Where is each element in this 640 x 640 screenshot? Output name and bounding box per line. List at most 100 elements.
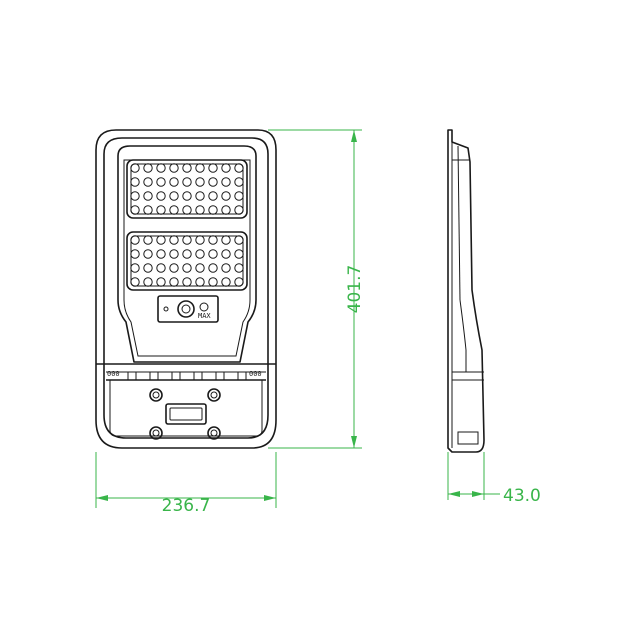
solar-cell xyxy=(156,249,166,259)
solar-cell xyxy=(234,249,244,259)
solar-cell xyxy=(143,263,153,273)
solar-cell xyxy=(221,191,231,201)
solar-cell xyxy=(130,263,140,273)
badge-plate-icon xyxy=(165,403,207,425)
solar-cell xyxy=(221,205,231,215)
solar-cell xyxy=(182,177,192,187)
solar-cell xyxy=(234,177,244,187)
sensor-module: MAX xyxy=(157,295,219,323)
solar-cell xyxy=(169,205,179,215)
solar-cell xyxy=(221,263,231,273)
solar-cell xyxy=(208,249,218,259)
height-dimension: 401.7 xyxy=(345,265,365,314)
sensor-label: MAX xyxy=(198,312,211,320)
solar-cell xyxy=(195,249,205,259)
solar-cell xyxy=(234,235,244,245)
solar-cell xyxy=(182,163,192,173)
port-label-right: 000 xyxy=(249,370,262,378)
solar-cell xyxy=(208,277,218,287)
vent-rib xyxy=(149,371,159,381)
solar-cell xyxy=(169,249,179,259)
vent-rib xyxy=(171,371,181,381)
solar-cell xyxy=(195,163,205,173)
depth-dimension: 43.0 xyxy=(503,486,541,506)
solar-cell xyxy=(208,177,218,187)
solar-cell xyxy=(130,191,140,201)
screw-icon xyxy=(207,388,221,402)
solar-cell xyxy=(169,263,179,273)
solar-cell xyxy=(208,205,218,215)
solar-cell xyxy=(169,163,179,173)
solar-cell xyxy=(182,191,192,201)
solar-cell xyxy=(182,263,192,273)
solar-cell xyxy=(169,191,179,201)
solar-cell xyxy=(208,163,218,173)
solar-cell xyxy=(195,177,205,187)
solar-cell xyxy=(234,205,244,215)
housing-outline xyxy=(95,129,277,449)
vent-rib xyxy=(193,371,203,381)
solar-cell xyxy=(130,235,140,245)
solar-cell xyxy=(182,205,192,215)
solar-cell xyxy=(195,235,205,245)
solar-cell xyxy=(234,263,244,273)
solar-cell xyxy=(182,235,192,245)
solar-cell xyxy=(143,163,153,173)
screw-icon xyxy=(149,388,163,402)
side-profile xyxy=(447,129,485,453)
solar-cell xyxy=(156,263,166,273)
solar-cell xyxy=(234,163,244,173)
solar-cell xyxy=(221,249,231,259)
solar-cell xyxy=(182,277,192,287)
screw-icon xyxy=(207,426,221,440)
solar-cell xyxy=(221,235,231,245)
solar-cell xyxy=(234,277,244,287)
vent-rib xyxy=(237,371,247,381)
solar-cell xyxy=(208,263,218,273)
solar-cell xyxy=(156,205,166,215)
inner-bezel xyxy=(103,137,269,439)
solar-cell xyxy=(169,277,179,287)
solar-cell xyxy=(195,277,205,287)
solar-cell xyxy=(208,235,218,245)
solar-cell xyxy=(156,177,166,187)
solar-cell xyxy=(130,249,140,259)
solar-cell xyxy=(234,191,244,201)
solar-cell xyxy=(130,277,140,287)
upper-solar-panel xyxy=(126,159,248,219)
solar-cell xyxy=(130,205,140,215)
solar-cell xyxy=(182,249,192,259)
vent-rib xyxy=(127,371,137,381)
solar-cell xyxy=(156,277,166,287)
solar-cell xyxy=(195,191,205,201)
vent-rib xyxy=(215,371,225,381)
solar-cell xyxy=(143,277,153,287)
panel-recess xyxy=(117,145,257,363)
side-view xyxy=(447,129,485,453)
solar-cell xyxy=(143,235,153,245)
motion-sensor-icon xyxy=(177,300,195,318)
indicator-light-icon xyxy=(199,302,209,312)
solar-cell xyxy=(130,163,140,173)
panel-recess-inner xyxy=(123,159,251,357)
solar-cell xyxy=(195,205,205,215)
dimension-lines: 236.7 401.7 43.0 xyxy=(95,129,541,516)
solar-cell xyxy=(169,177,179,187)
solar-cell xyxy=(143,191,153,201)
port-label-left: 000 xyxy=(107,370,120,378)
solar-cell xyxy=(221,177,231,187)
front-view: MAX 000 000 xyxy=(95,129,277,449)
solar-cell xyxy=(169,235,179,245)
width-dimension: 236.7 xyxy=(162,496,211,516)
solar-cell xyxy=(221,163,231,173)
solar-cell xyxy=(156,163,166,173)
solar-cell xyxy=(221,277,231,287)
bracket-plate xyxy=(109,379,263,437)
solar-cell xyxy=(130,177,140,187)
screw-icon xyxy=(149,426,163,440)
solar-cell xyxy=(208,191,218,201)
mounting-bracket: 000 000 xyxy=(96,363,276,440)
solar-cell xyxy=(195,263,205,273)
lower-solar-panel xyxy=(126,231,248,291)
